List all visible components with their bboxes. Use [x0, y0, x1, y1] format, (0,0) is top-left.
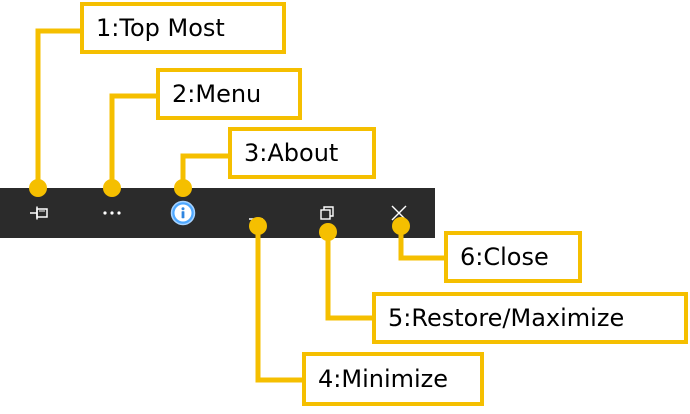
callout-menu: 2:Menu: [156, 68, 302, 120]
about-button[interactable]: [160, 188, 206, 238]
restore-icon: [320, 206, 334, 220]
callout-about: 3:About: [228, 127, 376, 179]
pin-icon: [30, 206, 48, 220]
leader-restore: [325, 232, 372, 321]
callout-minimize: 4:Minimize: [302, 352, 484, 406]
restore-button[interactable]: [304, 188, 350, 238]
callout-top-most: 1:Top Most: [80, 2, 286, 54]
minimize-icon: [249, 218, 263, 220]
leader-about: [180, 153, 228, 188]
close-icon: [391, 205, 407, 221]
leader-menu: [109, 93, 156, 188]
info-icon: [170, 200, 196, 226]
callout-close: 6:Close: [444, 231, 582, 283]
window-titlebar: [0, 188, 435, 238]
leader-minimize: [255, 226, 302, 383]
close-button[interactable]: [376, 188, 422, 238]
menu-button[interactable]: [89, 188, 135, 238]
top-most-button[interactable]: [17, 188, 63, 238]
callout-restore: 5:Restore/Maximize: [372, 292, 688, 344]
minimize-button[interactable]: [233, 188, 279, 238]
leader-top-most: [35, 28, 80, 188]
more-icon: [103, 211, 121, 215]
